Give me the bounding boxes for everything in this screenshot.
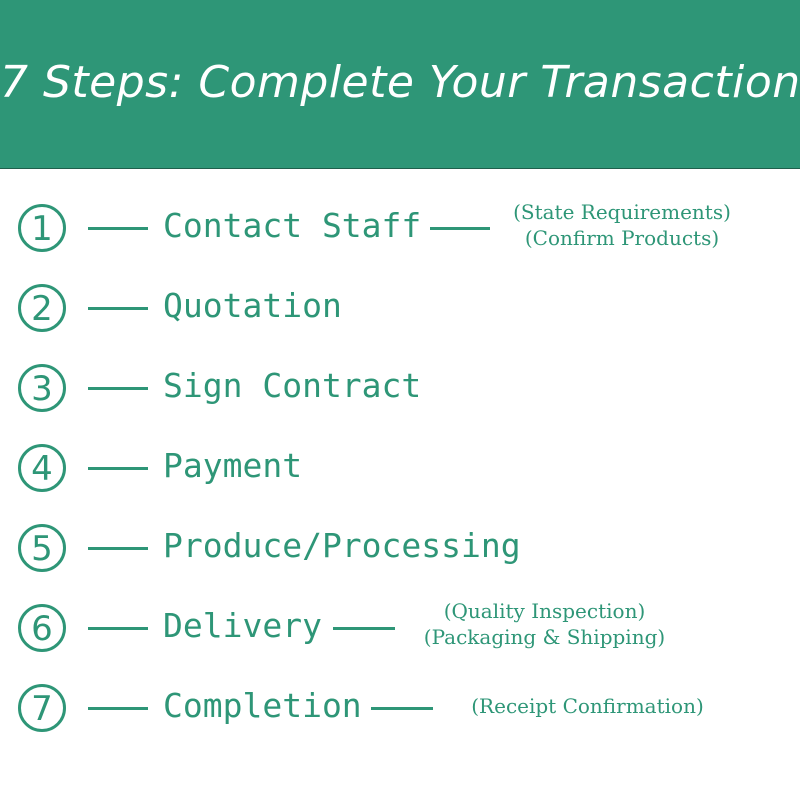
connector-line: [88, 307, 148, 310]
step-label: Delivery: [163, 606, 322, 645]
step-label: Contact Staff: [163, 206, 422, 245]
step-label: Produce/Processing: [163, 526, 521, 565]
step-1: 1 Contact Staff (State Requirements) (Co…: [0, 200, 800, 260]
step-number-badge: 1: [18, 204, 66, 252]
step-label: Quotation: [163, 286, 342, 325]
connector-line: [333, 627, 395, 630]
connector-line: [88, 547, 148, 550]
step-4: 4 Payment: [0, 440, 800, 500]
step-note: (Confirm Products): [524, 226, 720, 250]
step-label: Completion: [163, 686, 362, 725]
connector-line: [88, 227, 148, 230]
step-5: 5 Produce/Processing: [0, 520, 800, 580]
step-notes: (Receipt Confirmation): [445, 693, 730, 719]
step-note: (State Requirements): [513, 200, 731, 224]
step-number-badge: 6: [18, 604, 66, 652]
step-number-badge: 2: [18, 284, 66, 332]
step-2: 2 Quotation: [0, 280, 800, 340]
step-notes: (State Requirements) (Confirm Products): [497, 199, 747, 251]
step-note: (Packaging & Shipping): [423, 625, 666, 649]
connector-line: [88, 627, 148, 630]
step-label: Sign Contract: [163, 366, 422, 405]
step-6: 6 Delivery (Quality Inspection) (Packagi…: [0, 598, 800, 660]
connector-line: [88, 387, 148, 390]
connector-line: [88, 707, 148, 710]
step-note: (Receipt Confirmation): [471, 694, 704, 718]
step-number-badge: 7: [18, 684, 66, 732]
step-number-badge: 5: [18, 524, 66, 572]
connector-line: [430, 227, 490, 230]
step-notes: (Quality Inspection) (Packaging & Shippi…: [402, 598, 687, 650]
step-number-badge: 4: [18, 444, 66, 492]
page-title: 7 Steps: Complete Your Transaction: [0, 57, 800, 108]
header-banner: 7 Steps: Complete Your Transaction: [0, 0, 800, 169]
connector-line: [88, 467, 148, 470]
step-label: Payment: [163, 446, 303, 485]
step-7: 7 Completion (Receipt Confirmation): [0, 680, 800, 740]
step-note: (Quality Inspection): [443, 599, 646, 623]
step-3: 3 Sign Contract: [0, 360, 800, 420]
step-number-badge: 3: [18, 364, 66, 412]
connector-line: [371, 707, 433, 710]
